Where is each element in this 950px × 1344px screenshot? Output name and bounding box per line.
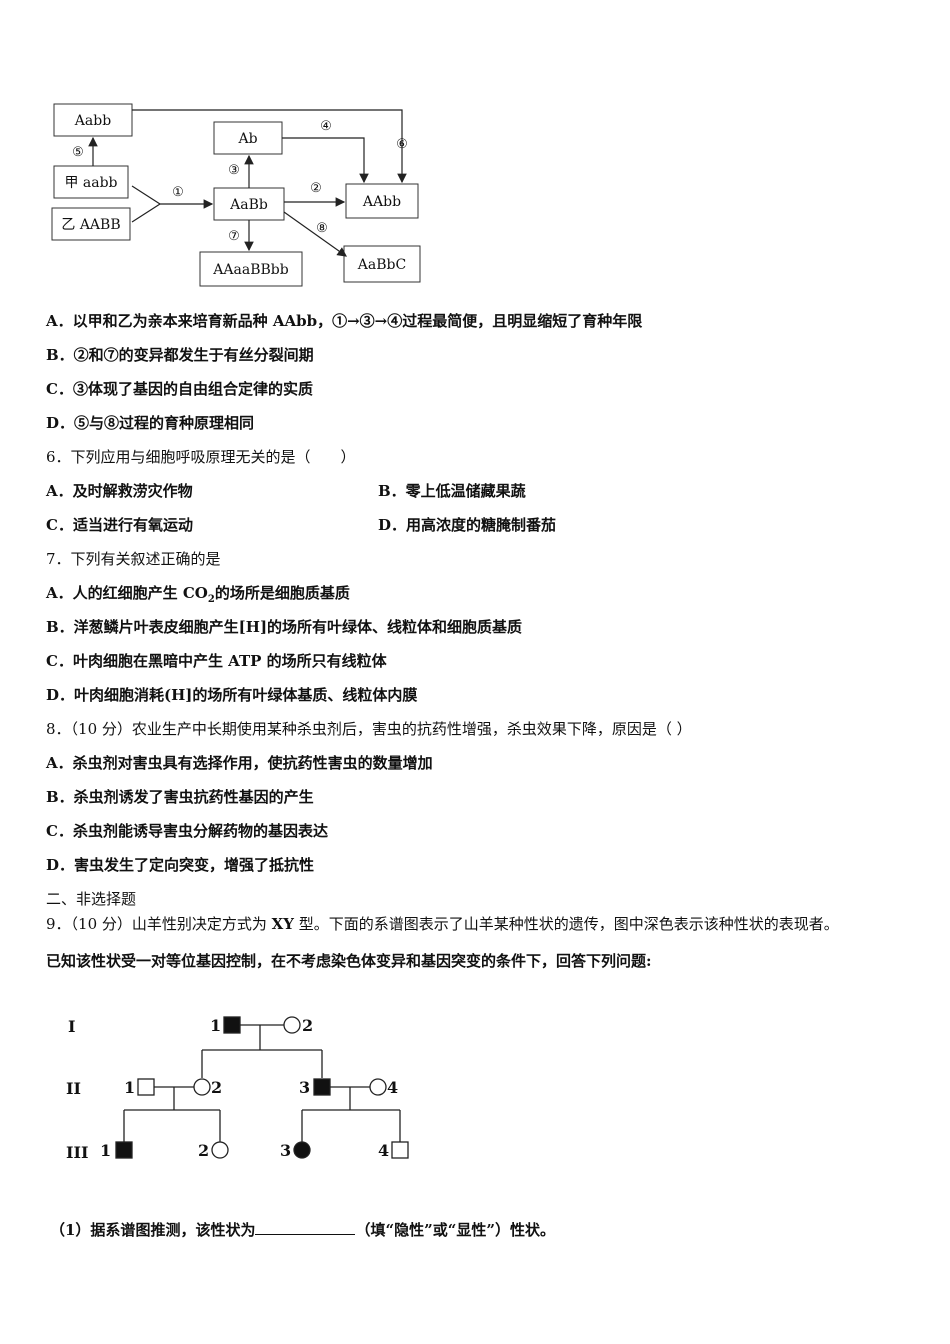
q9-stem: 9．（10 分）山羊性别决定方式为 XY 型。下面的系谱图表示了山羊某种性状的遗… <box>46 914 839 934</box>
q8-stem: 8．（10 分）农业生产中长期使用某种杀虫剂后，害虫的抗药性增强，杀虫效果下降，… <box>46 720 692 738</box>
q5-option-d: D．⑤与⑧过程的育种原理相同 <box>46 414 255 432</box>
label-iii3: 3 <box>280 1141 291 1160</box>
q9-line2: 已知该性状受一对等位基因控制，在不考虑染色体变异和基因突变的条件下，回答下列问题… <box>46 952 652 970</box>
box-jia <box>53 165 129 199</box>
generation-ii: II <box>66 1079 81 1098</box>
individual-i2-female <box>283 1016 301 1034</box>
merge-lines <box>131 185 162 223</box>
section-2-title: 二、非选择题 <box>46 890 137 908</box>
q8-option-d: D．害虫发生了定向突变，增强了抵抗性 <box>46 856 315 874</box>
label-aaaabbbb: AAaaBBbb <box>212 262 288 278</box>
q8-option-a: A．杀虫剂对害虫具有选择作用，使抗药性害虫的数量增加 <box>46 754 433 772</box>
label-ii4: 4 <box>387 1078 398 1097</box>
q9-sub1: （1）据系谱图推测，该性状为 （填“隐性”或“显性”）性状。 <box>50 1220 555 1240</box>
q5-option-a: A．以甲和乙为亲本来培育新品种 AAbb，①→③→④过程最简便，且明显缩短了育种… <box>46 312 643 330</box>
box-aabb-top <box>53 103 133 137</box>
generation-iii: III <box>66 1143 88 1162</box>
individual-iii3-female-affected <box>293 1141 311 1159</box>
label-iii2: 2 <box>198 1141 209 1160</box>
box-yi <box>51 207 131 241</box>
q6-option-d: D．用高浓度的糖腌制番茄 <box>378 516 557 534</box>
q6-option-c: C．适当进行有氧运动 <box>46 516 193 534</box>
label-i1: 1 <box>210 1016 221 1035</box>
q8-option-b: B．杀虫剂诱发了害虫抗药性基因的产生 <box>46 788 314 806</box>
label-ii2: 2 <box>211 1078 222 1097</box>
individual-ii1-male <box>137 1078 155 1096</box>
label-jia: 甲 aabb <box>64 175 117 191</box>
label-aabb-top: Aabb <box>74 113 111 129</box>
q7-option-a: A．人的红细胞产生 CO2的场所是细胞质基质 <box>46 583 350 610</box>
q6-option-b: B．零上低温储藏果蔬 <box>378 482 526 500</box>
individual-iii2-female <box>211 1141 229 1159</box>
arrow-6 <box>132 109 407 184</box>
q7-stem: 7．下列有关叙述正确的是 <box>46 550 221 568</box>
individual-iii4-male <box>391 1141 409 1159</box>
arrow-8 <box>283 211 347 257</box>
label-yi: 乙 AABB <box>61 217 120 233</box>
label-ab: Ab <box>237 131 257 147</box>
individual-iii1-male-affected <box>115 1141 133 1159</box>
q6-option-a: A．及时解救涝灾作物 <box>46 482 193 500</box>
label-aabb-right: AAbb <box>362 194 401 210</box>
step-1: ① <box>172 185 184 200</box>
step-7: ⑦ <box>228 229 240 244</box>
q5-option-b: B．②和⑦的变异都发生于有丝分裂间期 <box>46 346 314 364</box>
box-aabbc <box>343 245 421 283</box>
q5-option-c: C．③体现了基因的自由组合定律的实质 <box>46 380 313 398</box>
label-iii4: 4 <box>378 1141 389 1160</box>
step-8: ⑧ <box>316 221 328 236</box>
step-6: ⑥ <box>396 137 408 152</box>
individual-ii2-female <box>193 1078 211 1096</box>
individual-ii4-female <box>369 1078 387 1096</box>
q9-stem-pre: 9．（10 分）山羊性别决定方式为 <box>46 915 272 933</box>
q9-stem-xy: XY <box>271 915 295 933</box>
q7-option-d: D．叶肉细胞消耗(H]的场所有叶绿体基质、线粒体内膜 <box>46 686 418 704</box>
label-aabbc: AaBbC <box>357 257 406 273</box>
step-2: ② <box>310 181 322 196</box>
q8-option-c: C．杀虫剂能诱导害虫分解药物的基因表达 <box>46 822 328 840</box>
q6-stem: 6．下列应用与细胞呼吸原理无关的是（ ） <box>46 448 356 466</box>
label-ii3: 3 <box>299 1078 310 1097</box>
step-5: ⑤ <box>72 145 84 160</box>
answer-blank[interactable] <box>255 1220 356 1235</box>
q9-sub1-pre: （1）据系谱图推测，该性状为 <box>50 1221 256 1239</box>
q7-option-c: C．叶肉细胞在黑暗中产生 ATP 的场所只有线粒体 <box>46 652 387 670</box>
label-i2: 2 <box>302 1016 313 1035</box>
q7-option-a-pre: A．人的红细胞产生 CO <box>46 584 208 602</box>
pedigree-chart: I II III 1 2 1 <box>66 1016 409 1162</box>
breeding-diagram: Aabb 甲 aabb 乙 AABB Ab AaBb AAbb AAaaBBbb… <box>51 103 421 287</box>
q7-option-a-sub: 2 <box>207 594 215 605</box>
q7-option-b: B．洋葱鳞片叶表皮细胞产生[H]的场所有叶绿体、线粒体和细胞质基质 <box>46 618 523 636</box>
generation-i: I <box>68 1017 75 1036</box>
individual-i1-male-affected <box>223 1016 241 1034</box>
label-aabb-mid: AaBb <box>229 197 268 213</box>
q9-stem-post: 型。下面的系谱图表示了山羊某种性状的遗传，图中深色表示该种性状的表现者。 <box>294 915 839 933</box>
arrow-4 <box>282 137 369 184</box>
label-ii1: 1 <box>124 1078 135 1097</box>
box-aaaabbbb <box>199 251 303 287</box>
label-iii1: 1 <box>100 1141 111 1160</box>
step-3: ③ <box>228 163 240 178</box>
box-aabb-right <box>345 183 419 219</box>
individual-ii3-male-affected <box>313 1078 331 1096</box>
step-4: ④ <box>320 119 332 134</box>
q9-sub1-post: （填“隐性”或“显性”）性状。 <box>355 1221 555 1239</box>
q7-option-a-post: 的场所是细胞质基质 <box>214 584 350 602</box>
